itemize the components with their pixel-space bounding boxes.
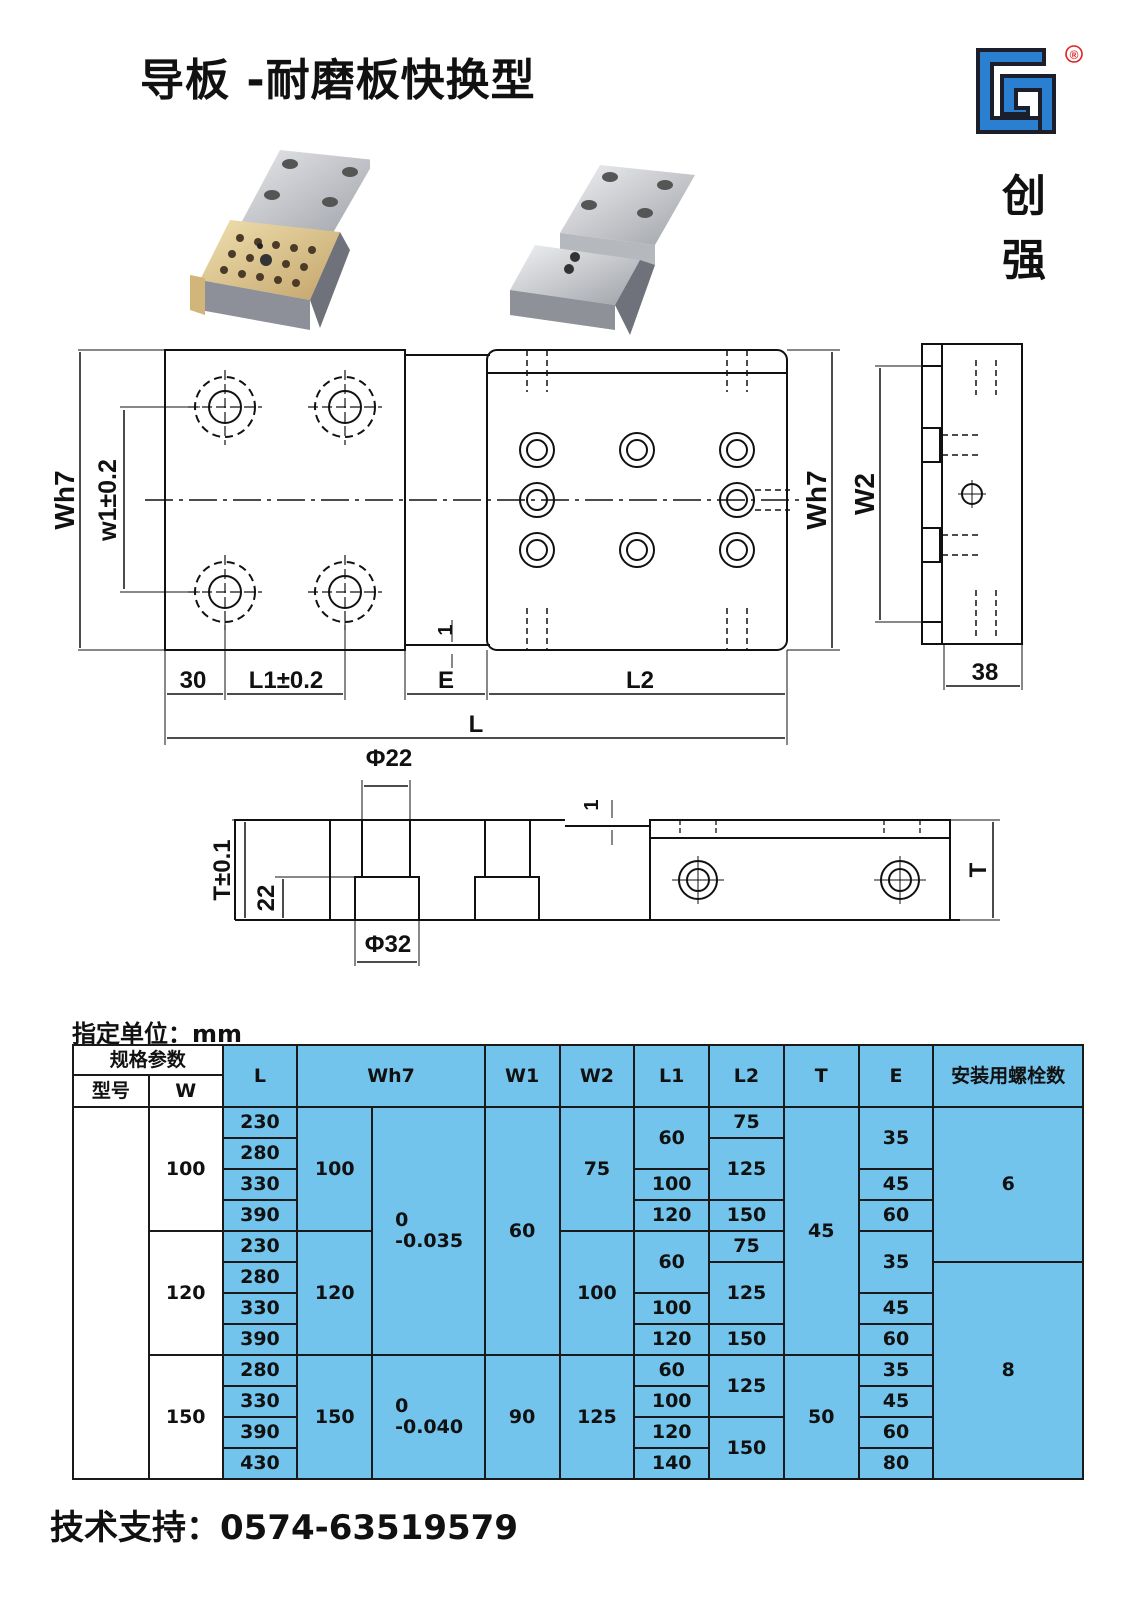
cell-w2: 100 — [558, 1230, 636, 1356]
cell-w2: 75 — [558, 1106, 636, 1232]
cell-wh7: 100 — [296, 1106, 374, 1232]
cell-w2: 125 — [558, 1354, 636, 1480]
dim-phi22: Φ22 — [366, 745, 412, 772]
cell-l: 280 — [221, 1354, 299, 1387]
header-w2: W2 — [558, 1044, 636, 1108]
header-l2: L2 — [708, 1044, 785, 1108]
cell-e: 35 — [857, 1106, 935, 1170]
header-l1: L1 — [633, 1044, 711, 1108]
cell-l2: 125 — [708, 1354, 785, 1418]
cell-l1: 100 — [633, 1292, 711, 1325]
dim-38: 38 — [972, 659, 999, 686]
cell-l1: 60 — [633, 1354, 711, 1387]
bronze-graphite-plate-photo — [190, 150, 370, 330]
cell-e: 45 — [857, 1168, 935, 1201]
cell-l: 330 — [221, 1292, 299, 1325]
brand-name-line-2: 强 — [1002, 235, 1046, 286]
cell-l: 330 — [221, 1168, 299, 1201]
tech-support-phone: 技术支持：0574-63519579 — [50, 1508, 518, 1548]
header-t: T — [782, 1044, 860, 1108]
cell-e: 60 — [857, 1416, 935, 1449]
header-l: L — [221, 1044, 299, 1108]
cell-wh7: 120 — [296, 1230, 374, 1356]
dim-l: L — [469, 711, 484, 738]
header-e: E — [857, 1044, 935, 1108]
cell-l2: 125 — [708, 1261, 785, 1325]
cell-l: 390 — [221, 1416, 299, 1449]
cell-l1: 100 — [633, 1385, 711, 1418]
cell-l1: 100 — [633, 1168, 711, 1201]
steel-plate-photo — [510, 165, 695, 335]
header-model: 型号 — [72, 1074, 150, 1108]
cell-l: 390 — [221, 1199, 299, 1232]
cell-l: 430 — [221, 1447, 299, 1480]
technical-drawing: Wh7 w1±0.2 Wh7 W2 30 L1±0.2 1 E L2 L 38 … — [49, 343, 1023, 966]
cell-wh7: 150 — [296, 1354, 374, 1480]
cell-wh7-tolerance: 0 -0.035 — [371, 1106, 486, 1356]
model-cell — [72, 1106, 150, 1480]
cell-l: 280 — [221, 1261, 299, 1294]
header-w: W — [147, 1074, 224, 1108]
cell-e: 80 — [857, 1447, 935, 1480]
cell-l2: 125 — [708, 1137, 785, 1201]
dim-wh7-left: Wh7 — [49, 470, 80, 529]
cell-w: 100 — [147, 1106, 224, 1232]
cell-wh7-tolerance: 0 -0.040 — [371, 1354, 486, 1480]
cell-t: 50 — [782, 1354, 860, 1480]
dim-wh7-right: Wh7 — [801, 470, 832, 529]
header-spec-params: 规格参数 — [72, 1044, 224, 1076]
dim-l1: L1±0.2 — [249, 667, 324, 694]
cell-bolts: 8 — [932, 1261, 1084, 1480]
page-title: 导板 -耐磨板快换型 — [140, 55, 536, 106]
cell-l1: 140 — [633, 1447, 711, 1480]
dim-gap-1: 1 — [581, 799, 603, 810]
dim-t: T — [965, 862, 992, 877]
cell-l2: 75 — [708, 1106, 785, 1139]
cell-w: 120 — [147, 1230, 224, 1356]
cell-l: 230 — [221, 1106, 299, 1139]
cell-e: 60 — [857, 1199, 935, 1232]
cell-l1: 120 — [633, 1323, 711, 1356]
cell-bolts: 6 — [932, 1106, 1084, 1263]
cell-l2: 150 — [708, 1199, 785, 1232]
cell-l: 230 — [221, 1230, 299, 1263]
header-w1: W1 — [483, 1044, 561, 1108]
cell-l2: 150 — [708, 1416, 785, 1480]
dim-l2: L2 — [626, 667, 654, 694]
cell-w1: 90 — [483, 1354, 561, 1480]
cell-l1: 60 — [633, 1106, 711, 1170]
dim-phi32: Φ32 — [365, 931, 411, 958]
dim-e-gap: 1 — [435, 624, 457, 635]
cell-l1: 120 — [633, 1199, 711, 1232]
cell-e: 45 — [857, 1292, 935, 1325]
dim-e: E — [438, 667, 454, 694]
header-bolts: 安装用螺栓数 — [932, 1044, 1084, 1108]
cell-e: 35 — [857, 1230, 935, 1294]
cq-logo-icon: ® — [976, 45, 1083, 134]
spec-table: 规格参数 L Wh7 W1 W2 L1 L2 T E 安装用螺栓数 型号 W 1… — [72, 1044, 1084, 1480]
unit-label: 指定单位：mm — [72, 1020, 243, 1048]
dim-22: 22 — [253, 885, 280, 912]
cell-l1: 60 — [633, 1230, 711, 1294]
cell-l: 330 — [221, 1385, 299, 1418]
cell-l: 390 — [221, 1323, 299, 1356]
cell-w1: 60 — [483, 1106, 561, 1356]
dim-t-tol: T±0.1 — [209, 839, 236, 900]
registered-mark: ® — [1070, 48, 1079, 62]
cell-w: 150 — [147, 1354, 224, 1480]
cell-l2: 75 — [708, 1230, 785, 1263]
cell-e: 60 — [857, 1323, 935, 1356]
dim-w1: w1±0.2 — [94, 459, 122, 542]
brand-name-line-1: 创 — [1002, 171, 1046, 222]
header-wh7: Wh7 — [296, 1044, 486, 1108]
cell-l: 280 — [221, 1137, 299, 1170]
cell-t: 45 — [782, 1106, 860, 1356]
cell-l1: 120 — [633, 1416, 711, 1449]
dim-30: 30 — [180, 667, 207, 694]
dim-w2: W2 — [849, 473, 880, 515]
cell-e: 45 — [857, 1385, 935, 1418]
cell-e: 35 — [857, 1354, 935, 1387]
cell-l2: 150 — [708, 1323, 785, 1356]
